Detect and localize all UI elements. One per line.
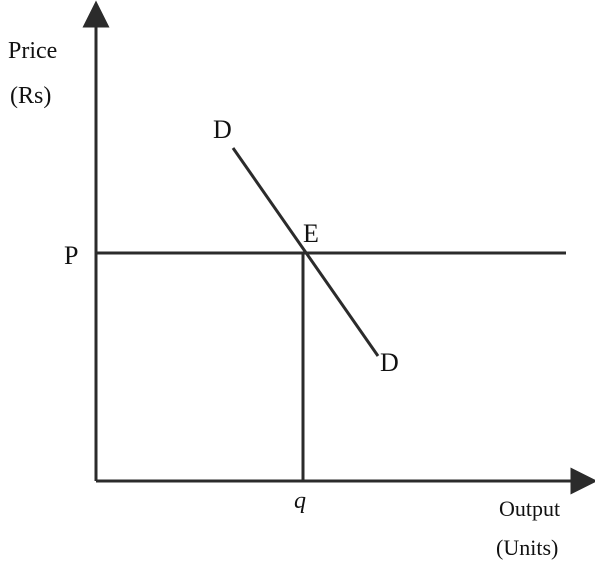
x-axis-label-line1: Output <box>499 496 560 521</box>
y-axis-label-line2: (Rs) <box>10 83 51 109</box>
demand-curve <box>231 147 380 357</box>
y-axis-label-line1: Price <box>8 38 57 64</box>
demand-label-bottom: D <box>380 348 399 377</box>
equilibrium-label: E <box>303 219 319 248</box>
demand-label-top: D <box>213 115 232 144</box>
x-axis-label-line2: (Units) <box>496 535 558 560</box>
price-label: P <box>64 241 78 270</box>
quantity-label: q <box>294 488 306 514</box>
